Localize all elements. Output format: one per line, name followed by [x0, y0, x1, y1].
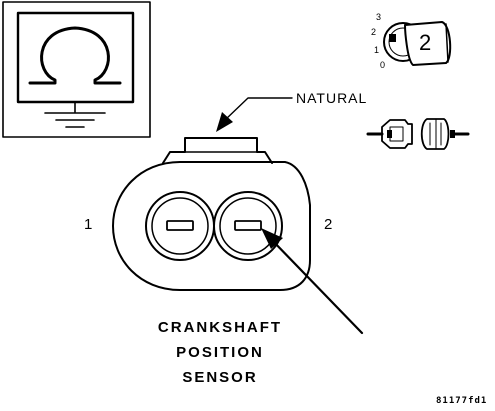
omega-sensor-icon	[2, 1, 151, 138]
natural-callout-label: NATURAL	[296, 90, 368, 106]
pin-label-2: 2	[324, 216, 333, 233]
connector-disconnect-icon	[366, 118, 470, 150]
terminal-cavity-2	[213, 191, 283, 261]
ignition-switch-icon	[383, 21, 452, 66]
pin-label-1: 1	[84, 216, 93, 233]
ignition-position-3: 3	[376, 12, 382, 22]
ignition-position-1: 1	[374, 45, 380, 55]
natural-callout-arrowhead	[216, 112, 233, 132]
terminal-pointer-arrowhead	[261, 228, 283, 249]
title-line-3: SENSOR	[182, 369, 258, 386]
natural-callout-leader	[224, 97, 293, 121]
connector-body	[112, 137, 311, 291]
ignition-key-number: 2	[419, 30, 432, 55]
ignition-position-2: 2	[371, 27, 377, 37]
ignition-position-0: 0	[380, 60, 386, 70]
terminal-pointer-arrow	[268, 236, 364, 335]
terminal-cavity-1	[145, 191, 215, 261]
title-line-2: POSITION	[176, 344, 264, 361]
title-line-1: CRANKSHAFT	[157, 319, 283, 336]
figure-code: 81177fd1	[436, 396, 488, 406]
